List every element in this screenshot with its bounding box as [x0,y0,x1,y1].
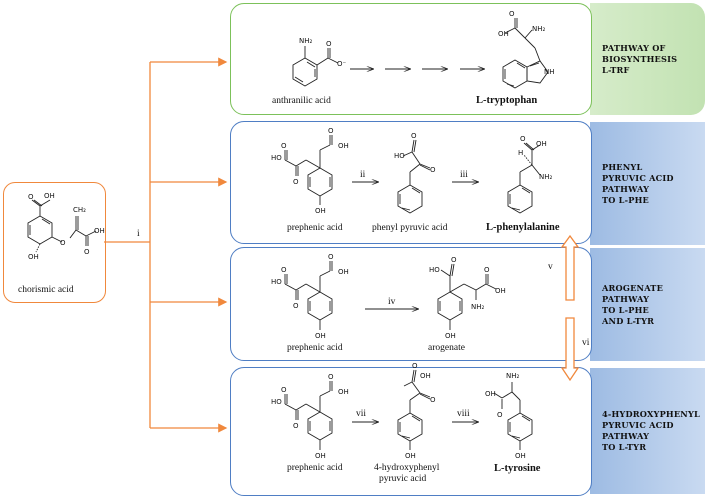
atom-label: HO [271,278,282,286]
atom-label: HO [271,154,282,162]
atom-label: OH [485,390,496,398]
atom-label: O [430,396,436,404]
compound-name: L-tyrosine [494,463,541,474]
branch-connector [104,57,228,433]
anthranilic-acid-structure [292,46,339,87]
atom-label: O [430,166,436,174]
atom-label: HO [271,398,282,406]
atom-label: OH [28,253,39,261]
l-tyrosine-structure [493,382,533,450]
atom-label: O [412,362,418,370]
compound-name: anthranilic acid [272,96,331,106]
chorismic-acid-structure [27,199,97,253]
l-phenylalanine-structure [507,142,541,214]
panel-2-frame [230,121,592,244]
atom-label: O [328,127,334,135]
compound-name: prephenic acid [287,223,343,233]
step-label-iii: iii [460,170,468,180]
atom-label: O⁻ [337,60,347,68]
atom-label: HO [429,266,440,274]
prephenic-acid-structure-2 [284,135,333,205]
atom-label: OH [498,30,509,38]
step-label-v: v [548,262,553,272]
atom-label: O [328,373,334,381]
phenyl-pyruvic-acid-structure [397,139,431,214]
atom-label: O [28,193,34,201]
compound-name: prephenic acid [287,463,343,473]
compound-name: phenyl pyruvic acid [372,223,448,233]
atom-label: OH [338,268,349,276]
atom-label: H [518,149,523,157]
step-label-iv: iv [388,297,396,307]
atom-label: O [293,178,299,186]
atom-label: O [520,135,526,143]
panel-1-frame [230,3,592,115]
atom-label: OH [315,452,326,460]
panel-3-frame [230,247,592,361]
atom-label: OH [445,332,456,340]
atom-label: O [293,422,299,430]
atom-label: O [411,132,417,140]
prephenic-acid-structure-3 [284,261,333,330]
atom-label: OH [338,388,349,396]
atom-label: O [497,411,503,419]
atom-label: OH [420,372,431,380]
step-label-vi: vi [582,338,590,348]
atom-label: CH₂ [73,206,86,214]
atom-label: O [326,40,332,48]
atom-label: OH [536,140,547,148]
atom-label: OH [495,287,506,295]
atom-label: O [84,248,90,256]
hollow-arrow-v [560,234,580,301]
atom-label: O [281,386,287,394]
prephenic-acid-structure-4 [284,381,333,450]
atom-label: O [281,142,287,150]
atom-label: NH₂ [539,173,553,181]
atom-label: NH₂ [299,37,313,45]
compound-name: L-phenylalanine [486,222,560,233]
compound-name: pyruvic acid [379,474,427,484]
compound-name: 4-hydroxyphenyl [374,463,440,473]
atom-label: O [509,10,515,18]
atom-label: OH [338,142,349,150]
atom-label: O [60,239,66,247]
step-label-ii: ii [360,170,366,180]
step-label-vii: vii [356,409,367,419]
atom-label: NH₂ [532,25,546,33]
atom-label: O [328,253,334,261]
atom-label: O [484,266,490,274]
step-label-viii: viii [457,409,470,419]
l-tryptophan-structure [502,18,549,89]
step-label-i: i [137,229,140,239]
compound-name: chorismic acid [18,285,74,295]
compound-name: prephenic acid [287,343,343,353]
atom-label: NH [544,68,555,76]
arogenate-structure [437,263,497,330]
atom-label: OH [405,452,416,460]
atom-label: OH [44,192,55,200]
hollow-arrow-vi [560,317,580,382]
atom-label: O [293,302,299,310]
atom-label: O [281,266,287,274]
atom-label: NH₂ [471,303,485,311]
atom-label: OH [94,227,105,235]
atom-label: HO [394,152,405,160]
hydroxyphenylpyruvic-acid-structure [397,369,431,450]
compound-name: arogenate [428,343,465,353]
compound-name: L-tryptophan [476,95,538,106]
atom-label: OH [315,207,326,215]
atom-label: O [451,256,457,264]
atom-label: NH₂ [506,372,520,380]
atom-label: OH [515,452,526,460]
atom-label: OH [315,332,326,340]
